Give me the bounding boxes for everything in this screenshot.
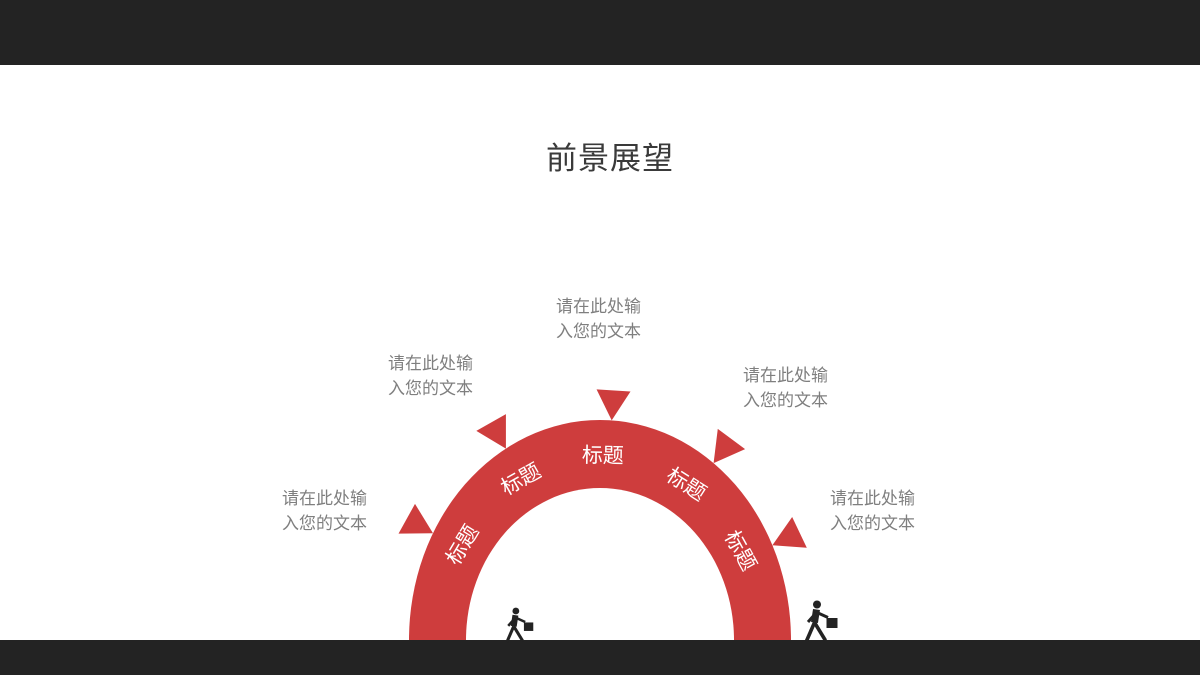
segment-marker-triangle — [596, 389, 631, 421]
businessman-silhouette-right — [804, 600, 838, 642]
callout-left: 请在此处输 入您的文本 — [282, 486, 367, 536]
callout-line: 入您的文本 — [556, 322, 641, 341]
segment-marker-triangle — [476, 414, 506, 449]
callout-right: 请在此处输 入您的文本 — [830, 486, 915, 536]
top-bar — [0, 0, 1200, 65]
businessman-silhouette-left — [505, 607, 534, 643]
bottom-bar — [0, 640, 1200, 675]
segment-marker-triangle — [772, 517, 807, 548]
callout-line: 请在此处输 — [556, 297, 641, 316]
slide-title: 前景展望 — [546, 141, 674, 176]
callout-upper-left: 请在此处输 入您的文本 — [388, 351, 473, 401]
callout-line: 入您的文本 — [743, 391, 828, 410]
callout-line: 请在此处输 — [743, 366, 828, 385]
callout-line: 请在此处输 — [388, 354, 473, 373]
callout-line: 入您的文本 — [830, 514, 915, 533]
callout-upper-right: 请在此处输 入您的文本 — [743, 363, 828, 413]
segment-label: 标题 — [582, 444, 624, 468]
callout-line: 请在此处输 — [282, 489, 367, 508]
segment-marker-triangle — [398, 503, 433, 534]
callout-line: 入您的文本 — [388, 379, 473, 398]
segment-marker-triangle — [713, 428, 746, 464]
callout-line: 入您的文本 — [282, 514, 367, 533]
callout-line: 请在此处输 — [830, 489, 915, 508]
callout-top-center: 请在此处输 入您的文本 — [556, 294, 641, 344]
